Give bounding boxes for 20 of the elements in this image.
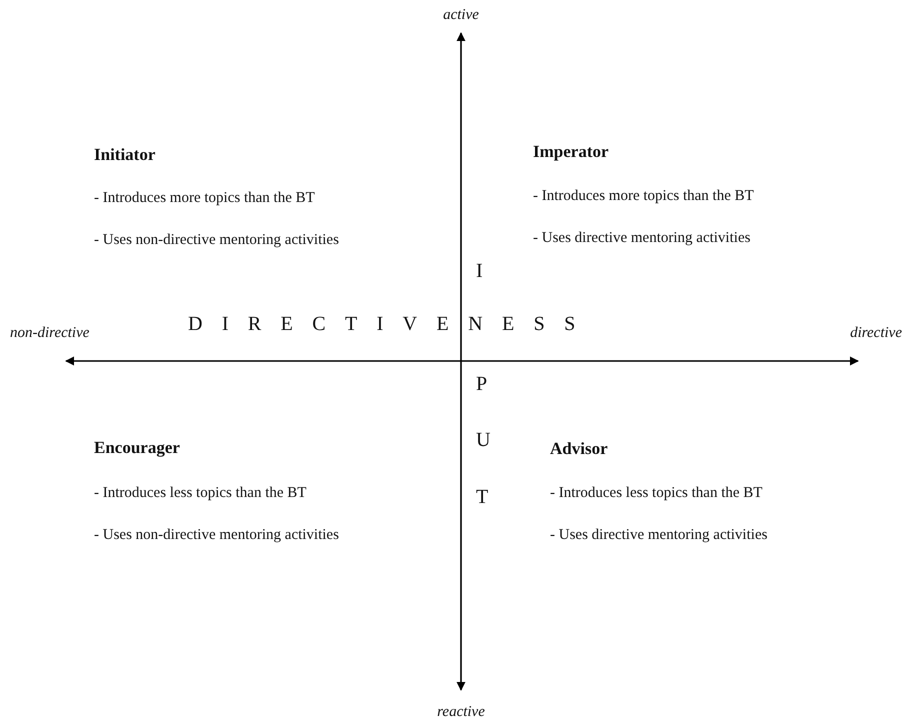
bullet-item: - Uses directive mentoring activities (550, 526, 768, 544)
axis-letter: I (476, 259, 483, 283)
bullet-item: - Uses non-directive mentoring activities (94, 526, 339, 544)
bullet-item: - Introduces less topics than the BT (94, 484, 306, 502)
axis-label: directive (850, 324, 902, 342)
axis-label: non-directive (10, 324, 90, 342)
axis-label: reactive (437, 703, 485, 721)
bullet-item: - Introduces more topics than the BT (94, 189, 315, 207)
quadrant-heading: Advisor (550, 439, 608, 460)
bullet-item: - Introduces less topics than the BT (550, 484, 762, 502)
axis-letter: T (476, 485, 488, 509)
bullet-item: - Introduces more topics than the BT (533, 187, 754, 205)
quadrant-heading: Imperator (533, 142, 609, 162)
axis-label: active (443, 6, 479, 24)
quadrant-heading: Initiator (94, 145, 156, 166)
bullet-item: - Uses directive mentoring activities (533, 229, 750, 247)
bullet-item: - Uses non-directive mentoring activities (94, 231, 339, 249)
axis-letter: P (476, 372, 488, 396)
quadrant-heading: Encourager (94, 438, 180, 458)
axis-letter: U (476, 428, 490, 452)
